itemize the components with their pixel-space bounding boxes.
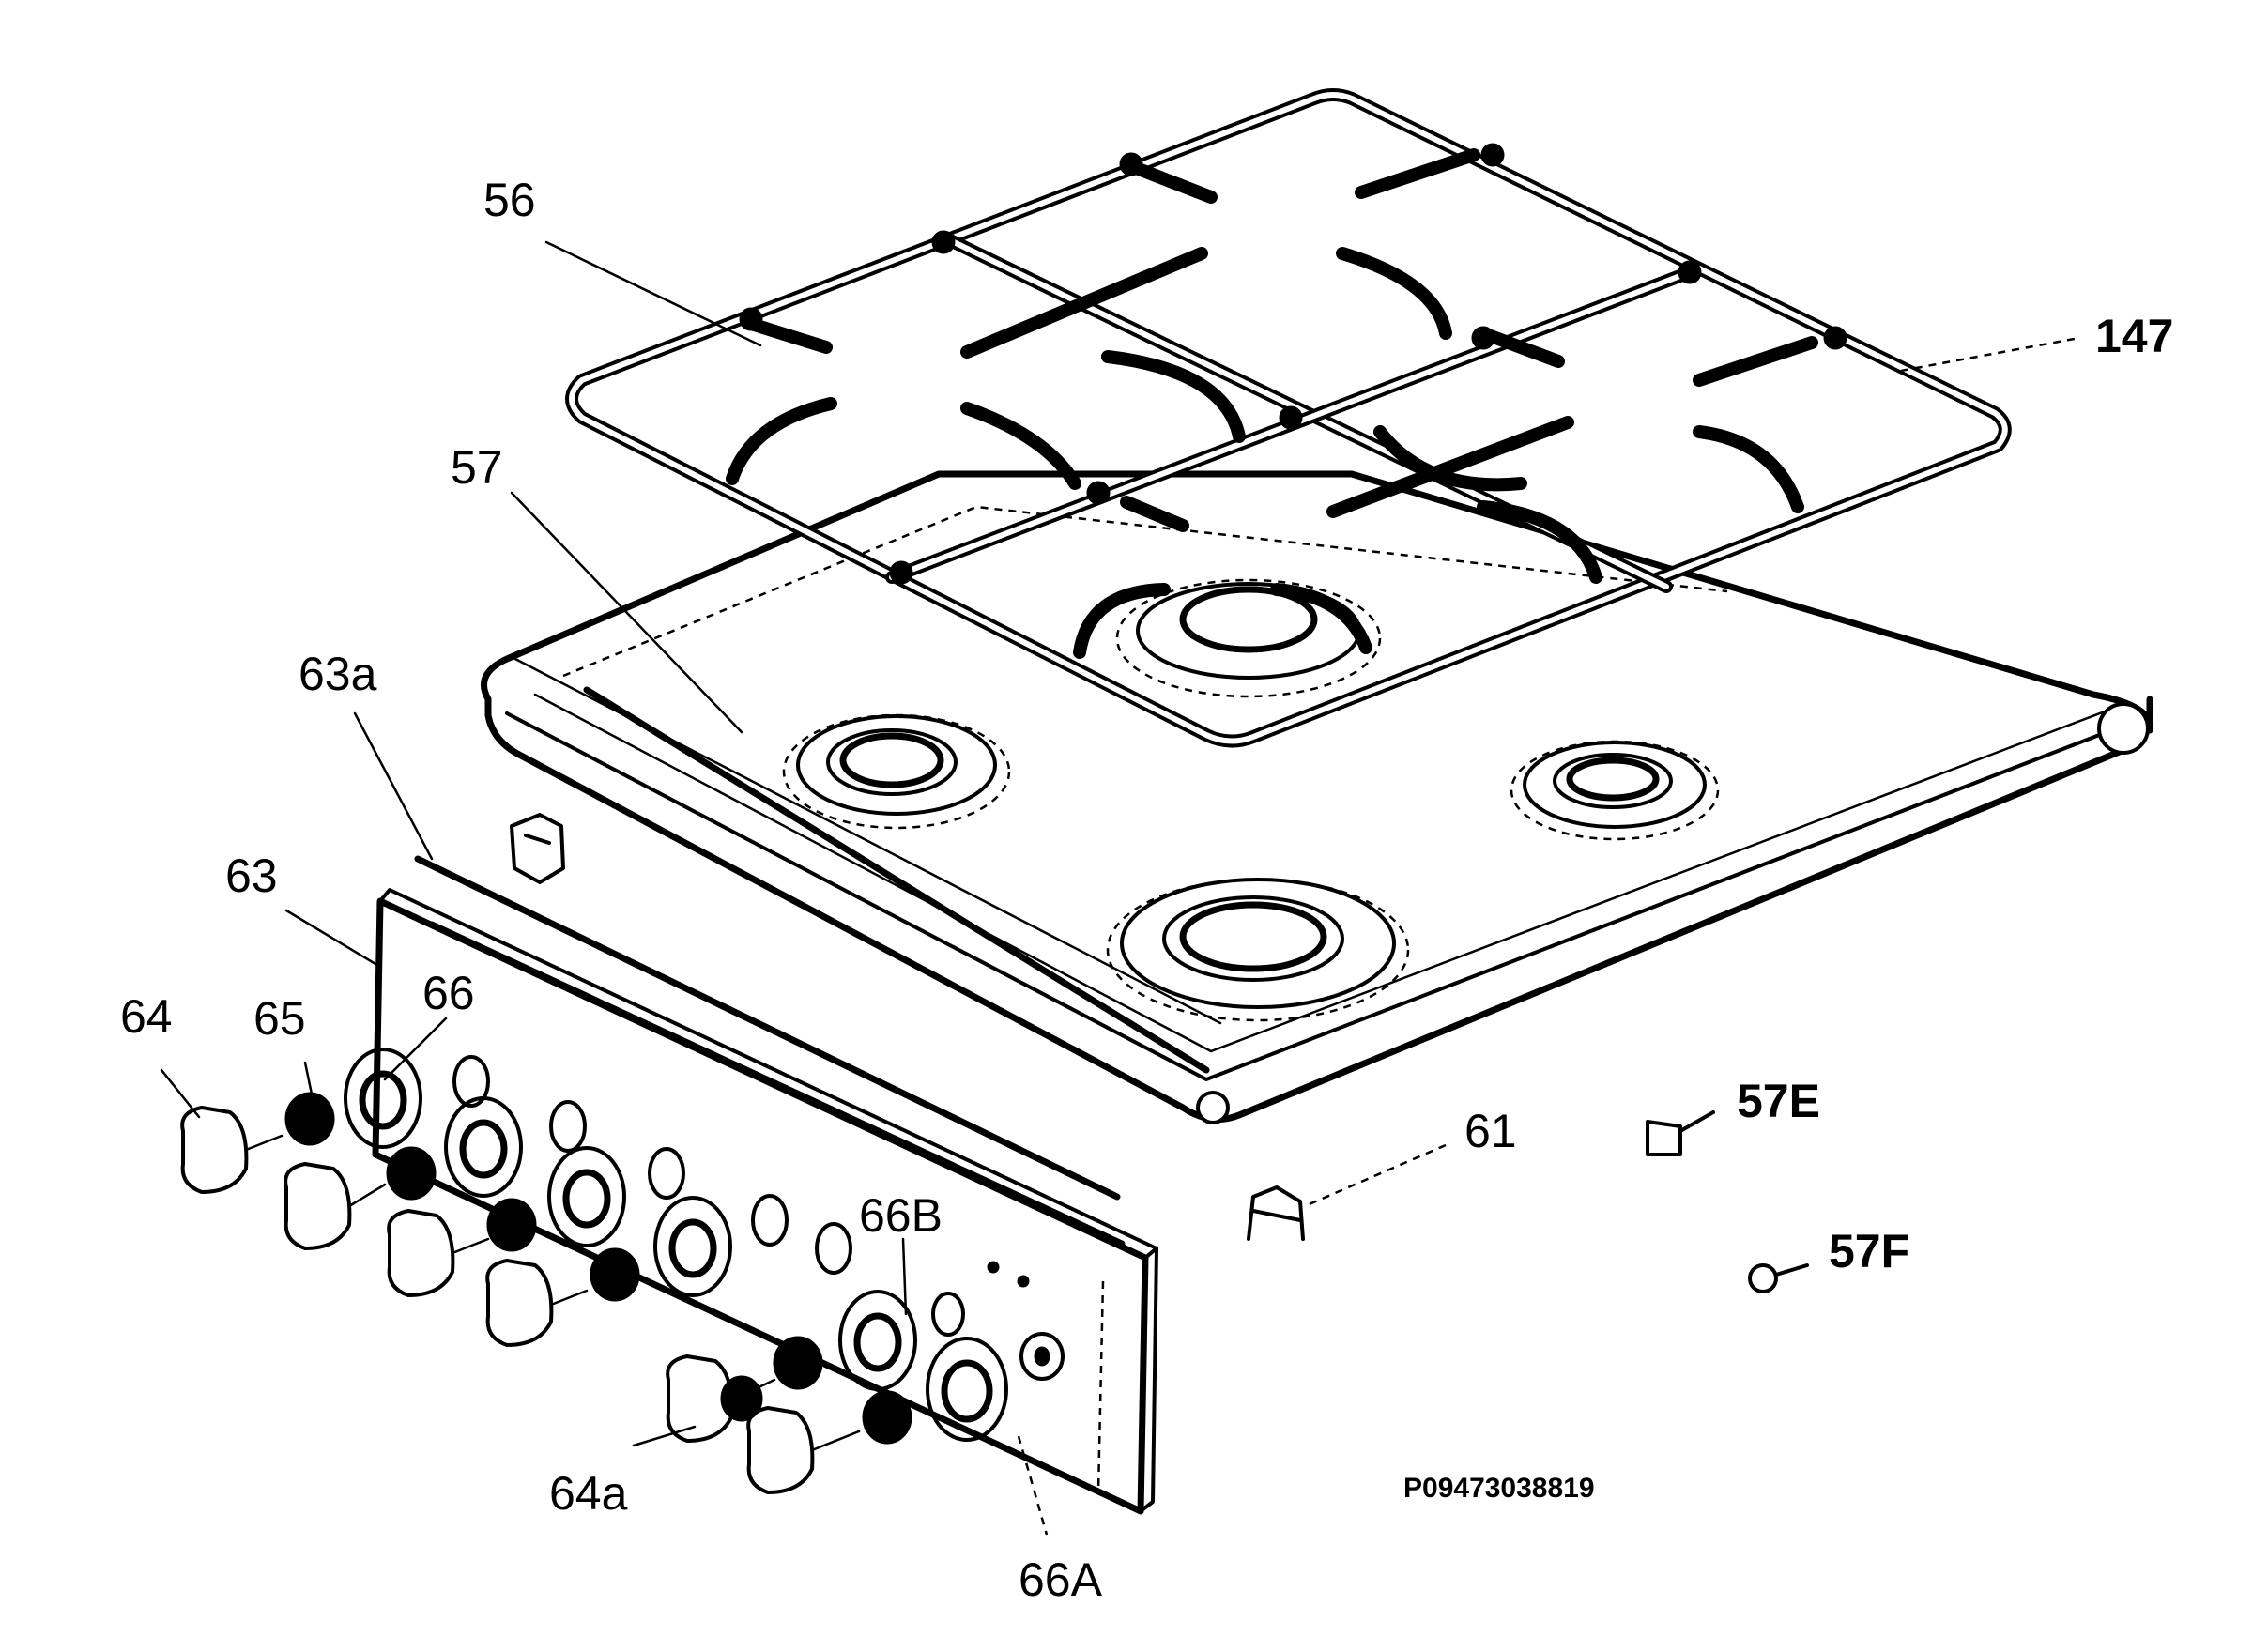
knob-bezels [344,1048,1065,1442]
callout-66A: 66A [1019,1553,1103,1606]
hob-top-plate [481,470,2153,1124]
control-knobs [180,1106,861,1494]
burner-front-left [782,713,1011,830]
burner-rear-center [1115,578,1382,698]
control-panel [372,888,1158,1515]
reference-code: P09473038819 [1403,1473,1595,1504]
callout-65: 65 [253,992,306,1045]
callout-66: 66 [422,967,475,1019]
panel-clip-61 [1247,1185,1305,1241]
pan-support-grid [565,88,2012,748]
callout-57F: 57F [1829,1225,1909,1277]
callout-63a: 63a [299,648,377,700]
burner-rear-right [1510,740,1720,841]
panel-seal-strip [414,855,1121,1201]
callout-labels: 56 147 57 63a 63 64 65 66 66B 61 57E 57F… [120,174,2173,1606]
callout-66B: 66B [859,1189,943,1242]
leader-lines [160,240,2080,1536]
panel-holes [452,1055,1030,1288]
callout-147: 147 [2095,310,2173,362]
callout-57E: 57E [1737,1075,1820,1127]
callout-56: 56 [483,174,536,226]
part-57F [1748,1263,1809,1293]
callout-61: 61 [1464,1105,1517,1157]
burner-front-right [1106,878,1410,1022]
part-57E [1646,1110,1715,1156]
callout-64: 64 [120,990,173,1043]
callout-57: 57 [451,441,503,494]
panel-bracket-left [510,813,565,884]
callout-64a: 64a [549,1467,628,1520]
callout-63: 63 [225,849,278,902]
